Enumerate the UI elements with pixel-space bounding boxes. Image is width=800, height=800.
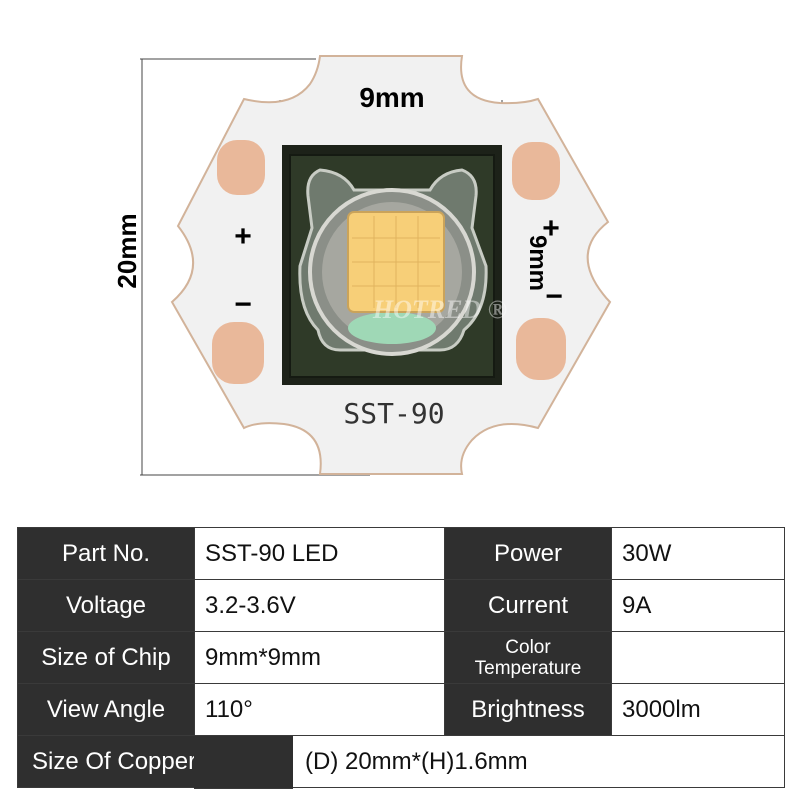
- brightness-label: Brightness: [444, 683, 612, 736]
- board-size-label-extension: [194, 735, 293, 789]
- board-height-label: 20mm: [112, 213, 142, 288]
- part-no-value: SST-90 LED: [194, 527, 445, 580]
- copper-pad-top-right: [512, 142, 560, 200]
- current-label: Current: [444, 579, 612, 632]
- copper-pad-bottom-left: [212, 322, 264, 384]
- led-figure: + − + − HOTRED ® 9mm 20mm 9mm SST-90: [112, 55, 612, 476]
- watermark: HOTRED ®: [372, 295, 507, 324]
- voltage-label: Voltage: [17, 579, 195, 632]
- table-row: Voltage 3.2-3.6V Current 9A: [17, 579, 785, 632]
- board-size-label: Size Of Copper Board: [17, 735, 293, 789]
- plus-sign-right: +: [542, 212, 560, 245]
- copper-pad-bottom-right: [516, 318, 566, 380]
- chip-size-value: 9mm*9mm: [194, 631, 445, 684]
- spec-table: Part No. SST-90 LED Power 30W Voltage 3.…: [17, 527, 785, 789]
- led-package: [282, 145, 502, 385]
- power-value: 30W: [611, 527, 785, 580]
- power-label: Power: [444, 527, 612, 580]
- plus-sign-left: +: [234, 220, 252, 253]
- copper-pad-top-left: [217, 140, 265, 195]
- minus-sign-left: −: [234, 288, 252, 321]
- part-no-label: Part No.: [17, 527, 195, 580]
- brightness-value: 3000lm: [611, 683, 785, 736]
- voltage-value: 3.2-3.6V: [194, 579, 445, 632]
- table-row: View Angle 110° Brightness 3000lm: [17, 683, 785, 736]
- view-angle-value: 110°: [194, 683, 445, 736]
- board-width-label: 9mm: [359, 82, 424, 113]
- table-row: Size Of Copper Board (D) 20mm*(H)1.6mm: [17, 735, 785, 789]
- color-temperature-label-line2: Temperature: [474, 657, 582, 679]
- color-temperature-value: [611, 631, 785, 684]
- copper-pads: [212, 140, 566, 384]
- minus-sign-right: −: [545, 280, 563, 313]
- chip-height-label: 9mm: [524, 235, 551, 291]
- table-row: Part No. SST-90 LED Power 30W: [17, 527, 785, 580]
- pcb-model-text: SST-90: [343, 397, 444, 430]
- current-value: 9A: [611, 579, 785, 632]
- view-angle-label: View Angle: [17, 683, 195, 736]
- chip-size-label: Size of Chip: [17, 631, 195, 684]
- color-temperature-label-line1: Color: [505, 636, 551, 658]
